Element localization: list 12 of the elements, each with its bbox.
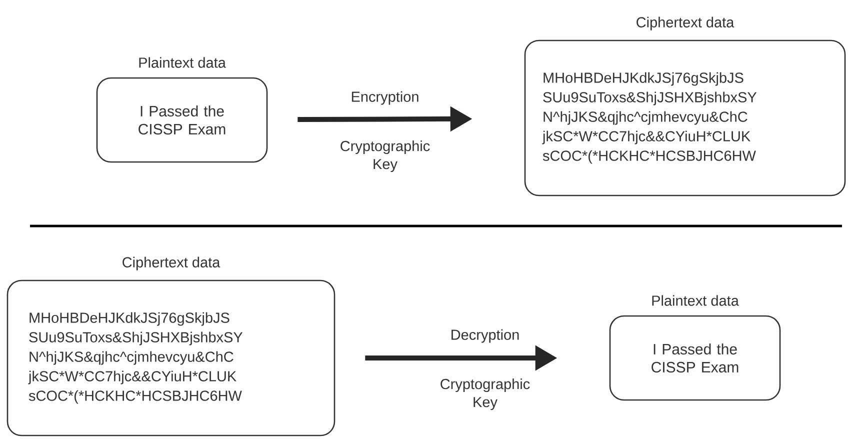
rounded-box: MHoHBDeHJKdkJSj76gSkjbJS SUu9SuToxs&ShjJSHXBjshbxSY N^hjJKS&qjhc^cjmhevcyu&ChC jkSC*W*CC7hjc&&CYiuH*CLUK sCOC*(*HCKHC*HCSBJHC6HW <box>6 280 336 436</box>
heading: Ciphertext data <box>122 256 220 270</box>
heading: Plaintext data <box>652 295 739 306</box>
heading: Plaintext data <box>139 57 226 68</box>
heading: Ciphertext data <box>636 16 734 30</box>
rounded-box: MHoHBDeHJKdkJSj76gSkjbJS SUu9SuToxs&ShjJSHXBjshbxSY N^hjJKS&qjhc^cjmhevcyu&ChC jkSC*W*CC7hjc&&CYiuH*CLUK sCOC*(*HCKHC*HCSBJHC6HW <box>524 40 846 196</box>
rounded-box: I Passed the CISSP Exam <box>609 315 781 401</box>
edge-label: Decryption <box>449 328 521 344</box>
key-label: Cryptographic Key <box>340 140 430 172</box>
key-label: Cryptographic Key <box>440 378 530 410</box>
rounded-box: I Passed the CISSP Exam <box>96 77 268 163</box>
edge-label: Encryption <box>350 90 420 106</box>
